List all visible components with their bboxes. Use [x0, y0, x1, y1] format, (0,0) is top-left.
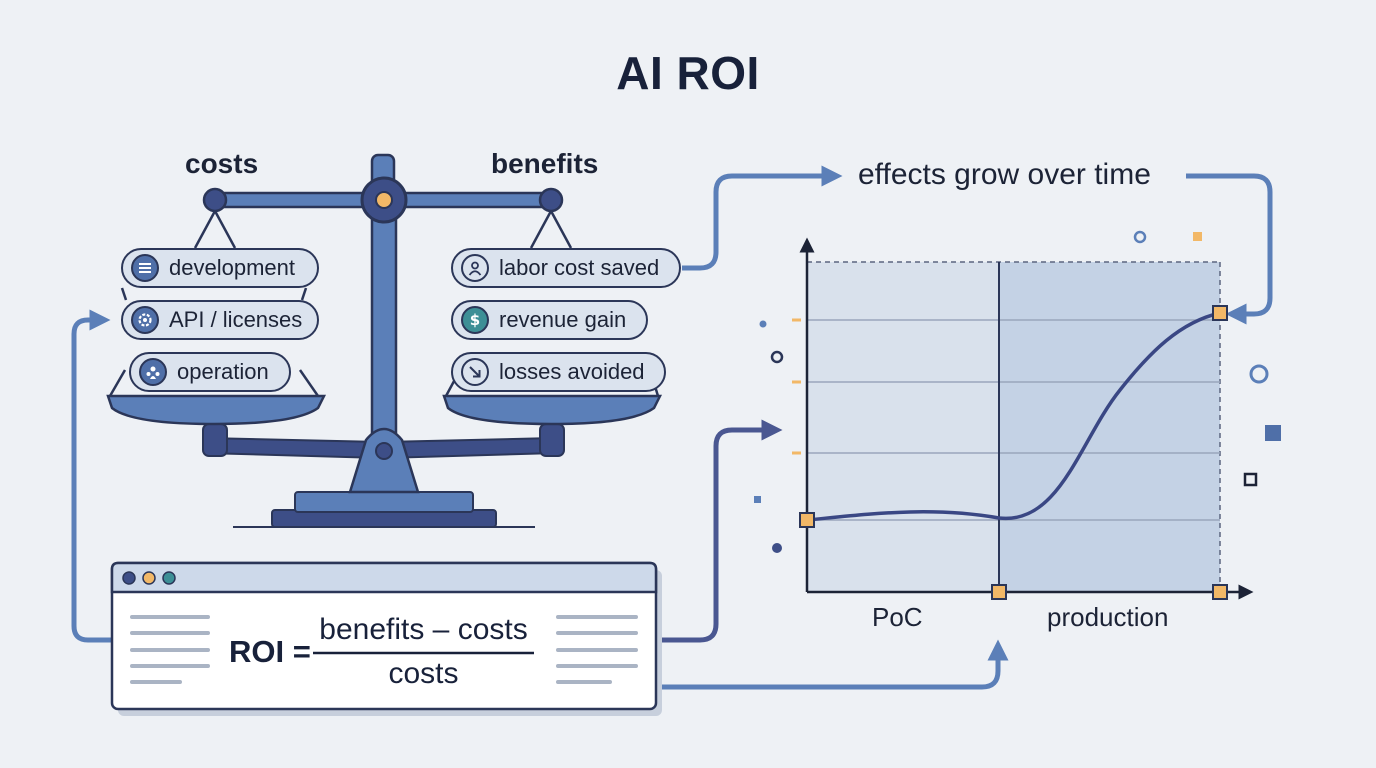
benefit-item-revenue-gain: $ revenue gain — [451, 300, 648, 340]
people-icon — [139, 358, 167, 386]
decorative-shapes — [754, 230, 1281, 553]
page-title: AI ROI — [616, 47, 760, 99]
person-icon — [461, 254, 489, 282]
benefit-item-label: revenue gain — [499, 307, 627, 332]
costs-label: costs — [185, 148, 259, 179]
benefit-item-labor-cost-saved: labor cost saved — [451, 248, 681, 288]
balance-scale — [106, 153, 663, 528]
formula-numerator: benefits – costs — [319, 613, 528, 646]
benefits-label: benefits — [491, 148, 599, 179]
formula-lhs: ROI = — [229, 634, 311, 669]
cost-item-label: API / licenses — [169, 307, 303, 332]
cost-item-operation: operation — [129, 352, 291, 392]
phase-label-production: production — [1047, 602, 1169, 632]
phase-label-poc: PoC — [872, 602, 923, 632]
cost-item-development: development — [121, 248, 319, 288]
arrow-down-right-icon — [461, 358, 489, 386]
list-icon — [131, 254, 159, 282]
formula-window — [110, 561, 662, 716]
svg-text:$: $ — [470, 312, 480, 328]
benefit-item-label: labor cost saved — [499, 255, 660, 280]
formula-denominator: costs — [388, 657, 459, 690]
flow-arrows — [71, 165, 1273, 690]
benefit-item-label: losses avoided — [499, 359, 645, 384]
cost-item-label: development — [169, 255, 295, 280]
dollar-icon: $ — [461, 306, 489, 334]
gear-icon — [131, 306, 159, 334]
cost-item-api-licenses: API / licenses — [121, 300, 319, 340]
cost-item-label: operation — [177, 359, 269, 384]
growth-chart — [792, 237, 1254, 600]
growth-caption: effects grow over time — [858, 158, 1151, 191]
benefit-item-losses-avoided: losses avoided — [451, 352, 666, 392]
